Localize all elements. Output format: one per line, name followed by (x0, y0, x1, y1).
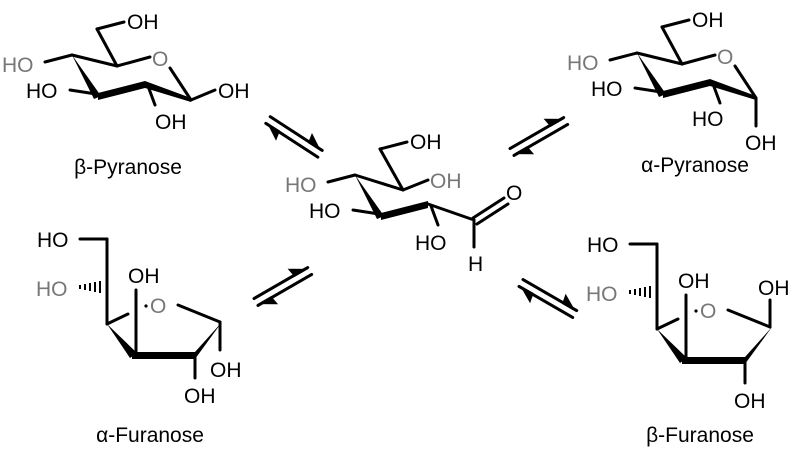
atom-ring-o: O (717, 46, 733, 69)
equilibrium-arrow-icon (259, 107, 329, 167)
label-alpha-furanose: α-Furanose (96, 424, 204, 447)
label-alpha-pyranose: α-Pyranose (641, 154, 749, 177)
atom-ho: HO (415, 232, 447, 255)
atom-aldehyde-o: O (506, 182, 522, 205)
atom-aldehyde-h: H (468, 253, 483, 276)
atom-ho: HO (587, 234, 619, 257)
atom-ho: HO (692, 108, 724, 131)
equilibrium-arrow-icon (248, 258, 318, 315)
alpha-pyranose: OH O OH HO HO HO α-Pyranose (567, 9, 777, 177)
equilibrium-arrow-icon (504, 108, 574, 165)
atom-ho: HO (285, 174, 317, 197)
atom-ring-o: O (700, 300, 716, 323)
atom-oh: OH (692, 9, 724, 32)
atom-oh: OH (678, 270, 710, 293)
label-beta-furanose: β-Furanose (646, 424, 754, 447)
atom-ho: HO (586, 283, 618, 306)
atom-oh: OH (430, 170, 462, 193)
atom-oh: OH (745, 132, 777, 155)
atom-ring-o: O (150, 295, 166, 318)
beta-furanose: HO HO OH O OH OH β-Furanose (586, 234, 790, 447)
atom-ho: HO (309, 200, 341, 223)
atom-ho: HO (26, 80, 58, 103)
atom-ho: HO (37, 229, 69, 252)
atom-ring-o: O (152, 48, 168, 71)
atom-oh: OH (410, 131, 442, 154)
label-beta-pyranose: β-Pyranose (74, 156, 182, 179)
atom-ho: HO (36, 278, 68, 301)
atom-oh: OH (128, 265, 160, 288)
alpha-furanose: HO HO OH O OH OH α-Furanose (36, 229, 242, 447)
atom-oh: OH (210, 359, 242, 382)
atom-oh: OH (218, 80, 250, 103)
atom-ho: HO (2, 54, 34, 77)
atom-oh: OH (155, 111, 187, 134)
atom-oh: OH (184, 385, 216, 408)
atom-oh: OH (758, 277, 790, 300)
beta-pyranose: OH O OH OH HO HO β-Pyranose (2, 11, 250, 179)
atom-oh: OH (734, 390, 766, 413)
equilibrium-arrow-icon (513, 270, 583, 327)
open-chain-glucose: OH OH O H HO HO HO (285, 131, 522, 276)
atom-oh: OH (127, 11, 159, 34)
atom-ho: HO (567, 52, 599, 75)
atom-ho: HO (591, 78, 623, 101)
